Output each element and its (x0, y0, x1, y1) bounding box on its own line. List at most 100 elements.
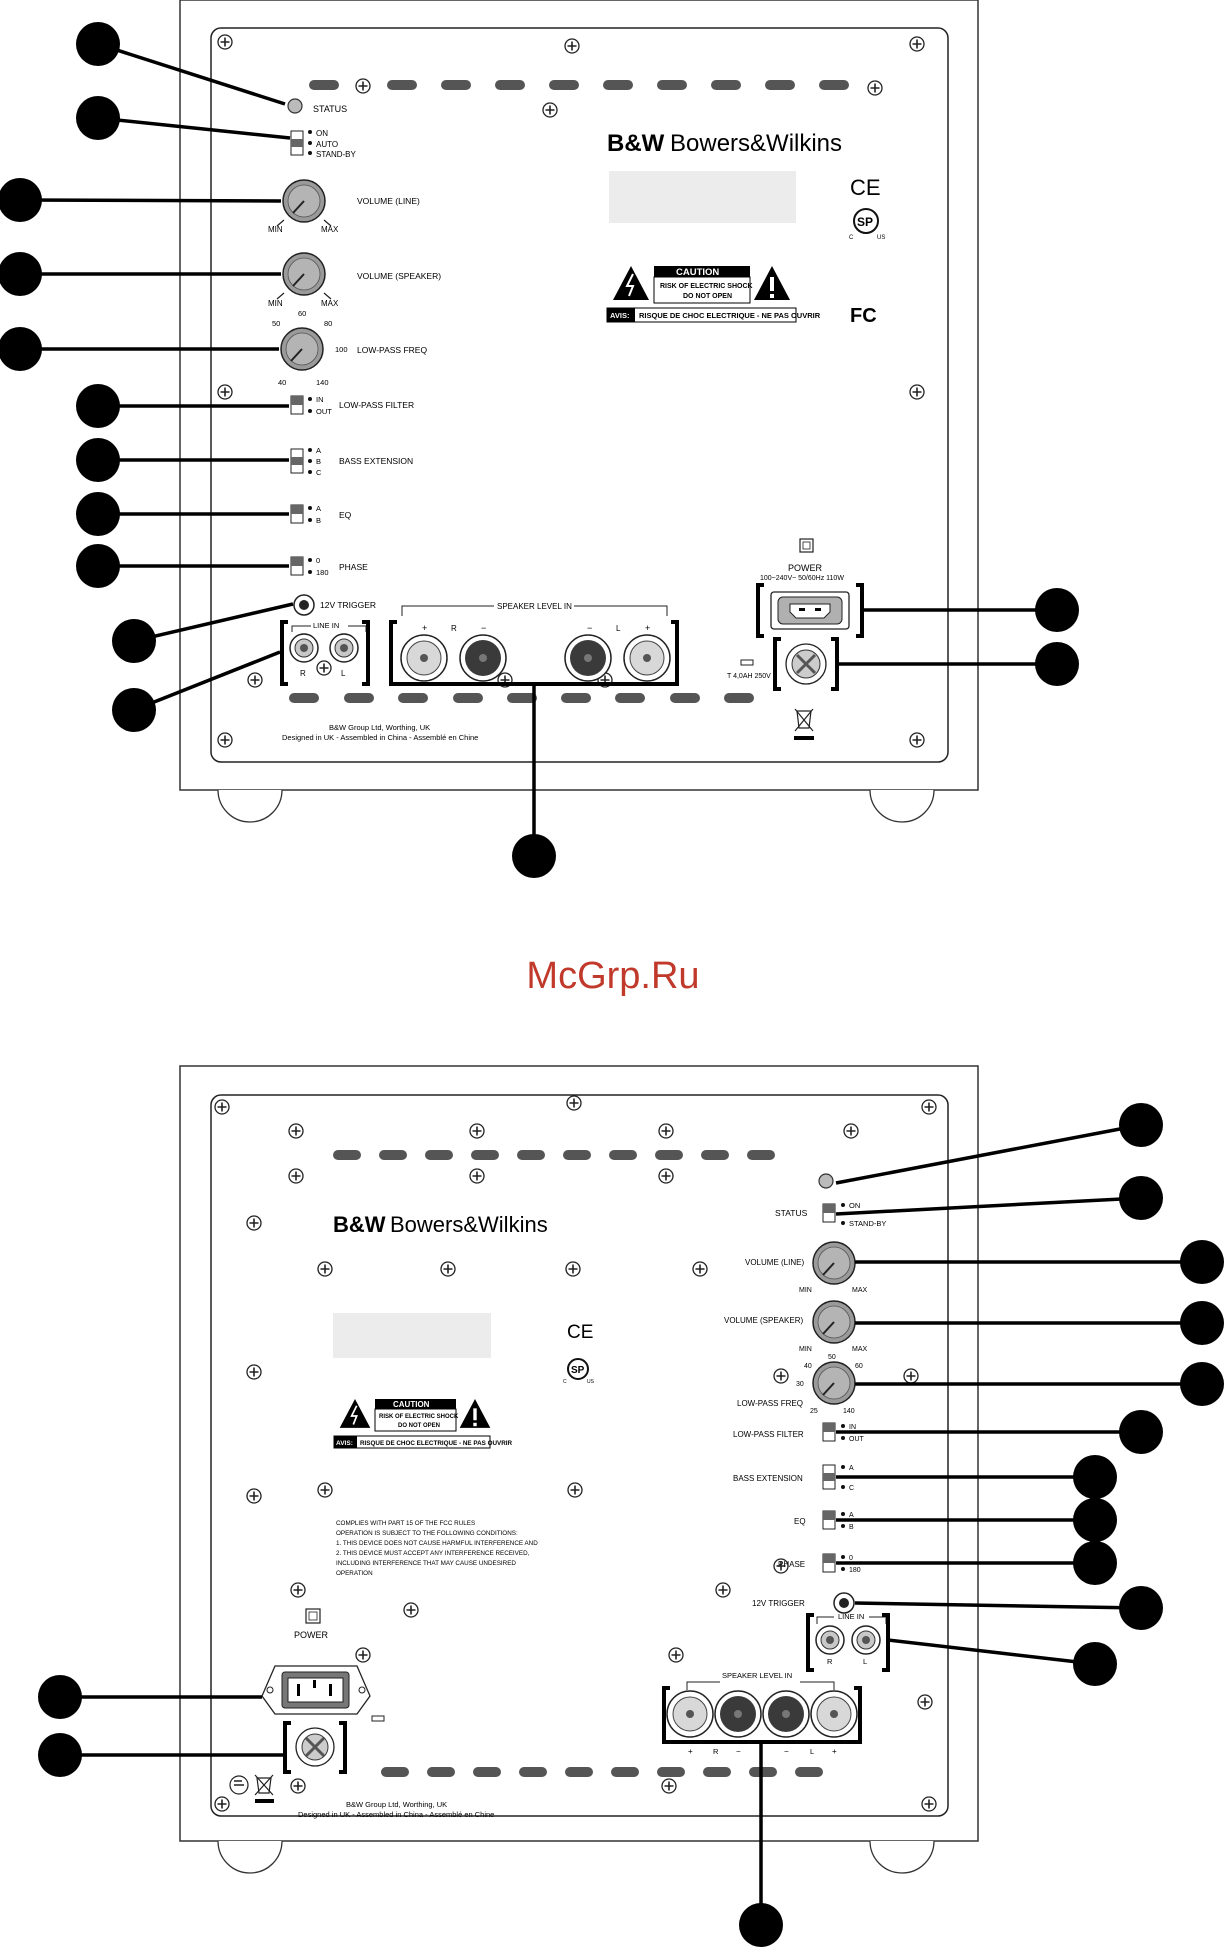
top-speaker-level-line (401, 605, 668, 616)
bottom-speaker-right-minus-post[interactable] (714, 1690, 762, 1738)
bottom-fcc-notice: COMPLIES WITH PART 15 OF THE FCC RULES O… (336, 1520, 538, 1577)
bottom-callout-leaders (60, 1123, 1202, 1927)
bottom-bass-extension-switch[interactable] (822, 1464, 836, 1490)
top-bass-extension-dots (308, 448, 312, 474)
top-freq-100: 100 (335, 345, 348, 354)
svg-text:C: C (849, 235, 854, 241)
top-bass-extension-switch[interactable] (290, 448, 304, 474)
top-spk-minus-l: − (587, 623, 592, 633)
bottom-eq-a: A (849, 1512, 854, 1519)
bottom-freq-140: 140 (843, 1408, 855, 1415)
bottom-speaker-left-plus-post[interactable] (810, 1690, 858, 1738)
svg-text:RISK OF ELECTRIC SHOCK: RISK OF ELECTRIC SHOCK (660, 283, 753, 290)
bottom-vent-slots-lower (381, 1767, 823, 1777)
top-callout-leaders (19, 42, 1057, 856)
top-freq-40: 40 (278, 378, 286, 387)
top-volume-speaker-label: VOLUME (SPEAKER) (357, 271, 441, 281)
svg-text:1. THIS DEVICE DOES NOT CAUSE: 1. THIS DEVICE DOES NOT CAUSE HARMFUL IN… (336, 1540, 538, 1547)
top-phase-switch[interactable] (290, 556, 304, 576)
bottom-eq-switch[interactable] (822, 1510, 836, 1530)
top-speaker-left-plus-post[interactable] (623, 634, 671, 682)
top-fuse-icon (740, 659, 754, 666)
top-lowpass-in: IN (316, 395, 324, 404)
svg-text:CAUTION: CAUTION (676, 267, 719, 278)
svg-text:INCLUDING INTERFERENCE THAT MA: INCLUDING INTERFERENCE THAT MAY CAUSE UN… (336, 1560, 516, 1567)
bottom-lowpass-filter-switch[interactable] (822, 1422, 836, 1442)
top-power-spec: 100~240V~ 50/60Hz 110W (760, 575, 844, 582)
bottom-volume-line-min: MIN (799, 1287, 812, 1294)
top-volume-line-label: VOLUME (LINE) (357, 196, 420, 206)
top-lowpass-filter-switch[interactable] (290, 395, 304, 415)
top-speaker-level-label: SPEAKER LEVEL IN (497, 602, 572, 611)
bottom-serial-label-area (333, 1313, 491, 1358)
top-mode-on: ON (316, 129, 328, 138)
top-volume-speaker-knob[interactable] (282, 252, 326, 296)
top-line-in-right-jack[interactable] (289, 633, 319, 663)
bottom-mode-switch[interactable] (822, 1203, 836, 1223)
top-line-in-left-jack[interactable] (329, 633, 359, 663)
top-volume-line-knob[interactable] (282, 179, 326, 223)
bottom-speaker-right-plus-post[interactable] (666, 1690, 714, 1738)
bottom-status-led (818, 1173, 834, 1189)
top-footer-line1: B&W Group Ltd, Worthing, UK (329, 723, 430, 732)
bottom-volume-line-knob[interactable] (812, 1241, 856, 1285)
svg-text:RISQUE DE CHOC ELECTRIQUE - NE: RISQUE DE CHOC ELECTRIQUE - NE PAS OUVRI… (360, 1440, 513, 1447)
top-fuse-holder[interactable] (785, 643, 827, 685)
top-phase-180: 180 (316, 568, 329, 577)
svg-text:AVIS:: AVIS: (610, 311, 629, 320)
bottom-spk-l: L (810, 1747, 814, 1756)
top-freq-50: 50 (272, 319, 280, 328)
svg-text:US: US (587, 1379, 595, 1385)
svg-text:AVIS:: AVIS: (336, 1440, 353, 1447)
bottom-line-in-bracket (806, 1613, 890, 1672)
top-power-inlet[interactable] (770, 591, 850, 630)
bottom-freq-60: 60 (855, 1363, 863, 1370)
bottom-phase-switch[interactable] (822, 1553, 836, 1573)
bottom-fuse-holder[interactable] (295, 1727, 335, 1767)
top-vent-slots-upper (309, 80, 849, 90)
bottom-lowpass-out: OUT (849, 1436, 865, 1443)
top-lowpass-filter-dots (308, 397, 312, 413)
top-mode-dots (308, 130, 312, 155)
top-speaker-right-plus-post[interactable] (400, 634, 448, 682)
svg-text:CAUTION: CAUTION (393, 1400, 430, 1409)
bottom-speaker-left-minus-post[interactable] (762, 1690, 810, 1738)
top-lowpass-filter-label: LOW-PASS FILTER (339, 400, 414, 410)
svg-text:US: US (877, 235, 885, 241)
top-spk-minus-r: − (481, 623, 486, 633)
top-eq-dots (308, 506, 312, 522)
top-mode-switch[interactable] (290, 130, 304, 156)
top-trigger-label: 12V TRIGGER (320, 600, 376, 610)
top-speaker-right-minus-post[interactable] (459, 634, 507, 682)
top-lowpass-freq-knob[interactable] (280, 327, 324, 371)
bottom-trigger-label: 12V TRIGGER (752, 1599, 805, 1608)
bottom-power-label: POWER (294, 1630, 329, 1640)
top-ce-mark: CE (850, 175, 881, 200)
bottom-power-inlet[interactable] (261, 1665, 371, 1715)
top-fuse-spec: T 4,0AH 250V (727, 673, 771, 680)
bottom-spk-plus-l: + (832, 1747, 837, 1756)
top-eq-switch[interactable] (290, 504, 304, 524)
bottom-volume-speaker-label: VOLUME (SPEAKER) (724, 1316, 803, 1325)
top-power-label: POWER (788, 563, 823, 573)
top-trigger-jack-hole (299, 600, 309, 610)
bottom-lowpass-in: IN (849, 1424, 856, 1431)
bottom-volume-speaker-knob[interactable] (812, 1300, 856, 1344)
bottom-footer-line2: Designed in UK - Assembled in China - As… (298, 1810, 494, 1819)
bottom-line-in-r: R (827, 1657, 833, 1666)
top-lowpass-freq-label: LOW-PASS FREQ (357, 345, 427, 355)
bottom-line-in-right-jack[interactable] (815, 1625, 845, 1655)
bottom-line-in-left-jack[interactable] (851, 1625, 881, 1655)
bottom-lowpass-freq-knob[interactable] (812, 1361, 856, 1405)
bottom-mode-on: ON (849, 1201, 860, 1210)
top-bass-c: C (316, 468, 322, 477)
top-volume-line-ticks (276, 219, 332, 227)
top-speaker-left-minus-post[interactable] (564, 634, 612, 682)
bottom-freq-50: 50 (828, 1354, 836, 1361)
top-line-in-bracket (280, 620, 370, 686)
svg-text:COMPLIES WITH PART 15 OF THE F: COMPLIES WITH PART 15 OF THE FCC RULES (336, 1520, 475, 1527)
top-eq-label: EQ (339, 510, 352, 520)
bottom-trigger-jack-hole (839, 1598, 849, 1608)
svg-text:OPERATION IS SUBJECT TO THE FO: OPERATION IS SUBJECT TO THE FOLLOWING CO… (336, 1530, 518, 1537)
bottom-lowpass-filter-label: LOW-PASS FILTER (733, 1430, 804, 1439)
